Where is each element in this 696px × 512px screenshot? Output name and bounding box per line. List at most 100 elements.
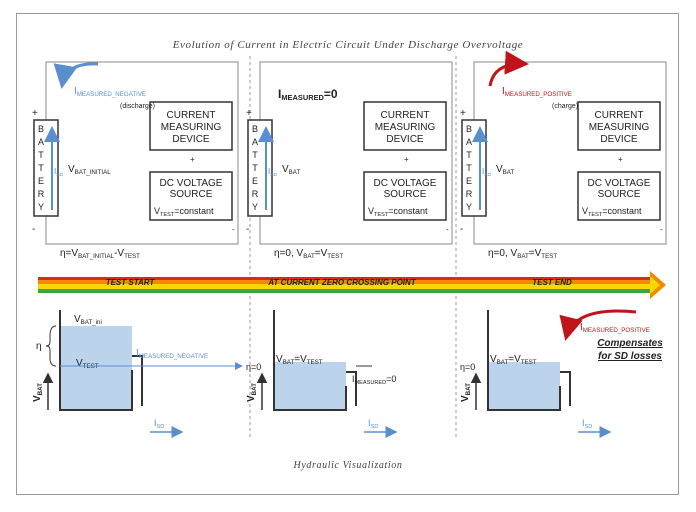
battery-letter: T [38,150,44,160]
battery-letter: T [466,163,472,173]
eta-symbol: η [36,341,42,352]
tank-wall [273,310,347,411]
device-plus: + [404,155,409,164]
device-label: MEASURING [161,122,222,133]
vbat-equals-vtest: VBAT=VTEST [490,354,537,366]
battery-letter: T [252,163,258,173]
battery-letter: B [38,124,44,134]
vbat-axis-label: VBAT [246,383,258,402]
device-label: MEASURING [589,122,650,133]
current-measuring-device [149,101,233,151]
outlet-pipe [132,355,143,406]
measured-current-label: IMEASURED_POSITIVE [502,86,572,98]
source-label: DC VOLTAGE [588,178,651,189]
device-label: CURRENT [595,110,644,121]
battery-letter: A [466,137,472,147]
timeline-arrow [38,271,666,299]
source-label: SOURCE [170,189,213,200]
device-label: CURRENT [167,110,216,121]
battery-plus: + [246,108,252,119]
device-label: DEVICE [600,134,638,145]
device-label: DEVICE [386,134,424,145]
battery-letter: Y [38,202,44,212]
battery-letter: T [38,163,44,173]
measured-positive-arrow [559,309,637,341]
circuit-panel-3: BATTERYISD+-VBATCURRENTMEASURINGDEVICE+D… [460,50,667,260]
battery-letter: Y [252,202,258,212]
timeline-label-end: TEST END [532,278,572,287]
device-plus: + [190,155,195,164]
timeline-label-zero-crossing: AT CURRENT ZERO CROSSING POINT [267,278,417,287]
outlet-pipe [346,371,357,406]
hydraulic-panel-3: VBAT ISD η=0 VBAT=VTEST IMEASURED_POSITIVE Co… [460,309,663,438]
vbat-axis-label: VBAT [32,383,44,402]
vbat-initial-level: VBAT_ini [74,314,102,326]
source-minus: - [660,225,663,234]
battery-letter: A [252,137,258,147]
battery-minus: - [32,224,35,235]
compensates-note: Compensates [597,338,663,349]
battery-minus: - [246,224,249,235]
battery-letter: E [466,176,472,186]
battery-minus: - [460,224,463,235]
vtest-label: VTEST=constant [368,206,428,218]
current-measuring-device [363,101,447,151]
tank-wall [59,310,133,411]
eta-brace [45,325,57,367]
isd-label: ISD [268,167,278,178]
battery-plus: + [32,108,38,119]
compensates-note: for SD losses [598,351,662,362]
dc-voltage-source [149,171,233,221]
battery-letter: B [466,124,472,134]
device-plus: + [618,155,623,164]
isd-label: ISD [54,167,64,178]
vbat-label: VBAT_INITIAL [68,164,111,176]
timeline-label-start: TEST START [106,278,156,287]
eta-equation: η=0, VBAT=VTEST [274,248,343,260]
battery-letter: Y [466,202,472,212]
source-label: SOURCE [598,189,641,200]
vbat-axis-label: VBAT [460,383,472,402]
measured-current-note: (discharge) [120,103,155,110]
battery-letter: B [252,124,258,134]
source-label: DC VOLTAGE [374,178,437,189]
dc-voltage-source [363,171,447,221]
battery-letter: E [38,176,44,186]
battery-letter: T [466,150,472,160]
tank-wall [487,310,561,411]
source-label: SOURCE [384,189,427,200]
battery-letter: R [466,189,473,199]
vtest-label: VTEST=constant [582,206,642,218]
measured-current-arrow [53,62,99,89]
measured-current-note: (charge) [552,103,578,110]
source-minus: - [232,225,235,234]
battery-plus: + [460,108,466,119]
tank-liquid [274,362,346,410]
measured-zero-label: IMEASURED=0 [352,374,396,386]
eta-equation: η=VBAT_INITIAL-VTEST [60,248,140,260]
isd-flow-label: ISD [368,418,378,430]
outlet-pipe [560,371,571,406]
figure-title: Evolution of Current in Electric Circuit… [172,39,524,51]
tank-liquid [60,326,132,410]
vbat-equals-vtest: VBAT=VTEST [276,354,323,366]
battery-letter: T [252,150,258,160]
circuit-panel-1: BATTERYISD+-VBAT_INITIALCURRENTMEASURING… [32,61,239,260]
isd-label: ISD [482,167,492,178]
eta-equation: η=0, VBAT=VTEST [488,248,557,260]
battery-letter: R [252,189,259,199]
device-label: DEVICE [172,134,210,145]
device-label: CURRENT [381,110,430,121]
battery-letter: R [38,189,45,199]
dc-voltage-source [577,171,661,221]
vtest-label: VTEST=constant [154,206,214,218]
figure-frame [16,13,679,495]
measured-positive-label: IMEASURED_POSITIVE [580,322,650,334]
source-minus: - [446,225,449,234]
device-label: MEASURING [375,122,436,133]
eta-zero: η=0 [460,362,475,372]
isd-flow-label: ISD [582,418,592,430]
